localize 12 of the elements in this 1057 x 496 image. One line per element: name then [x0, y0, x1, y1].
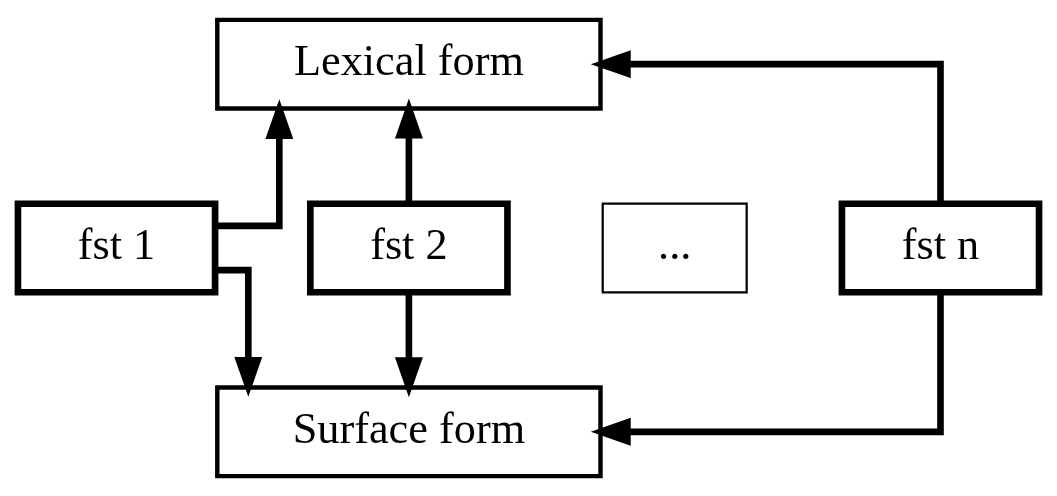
arrow: [590, 50, 944, 204]
node-box: fst 2: [307, 200, 511, 296]
arrow: [215, 99, 294, 230]
arrow: [394, 292, 423, 398]
node-box: Lexical form: [215, 17, 603, 111]
node-box: fst n: [838, 200, 1043, 296]
arrow: [394, 98, 423, 204]
node-box: ...: [601, 202, 748, 294]
arrow: [215, 266, 263, 397]
node-box: fst 1: [14, 200, 219, 296]
arrow: [590, 292, 944, 446]
node-box: Surface form: [215, 385, 603, 479]
